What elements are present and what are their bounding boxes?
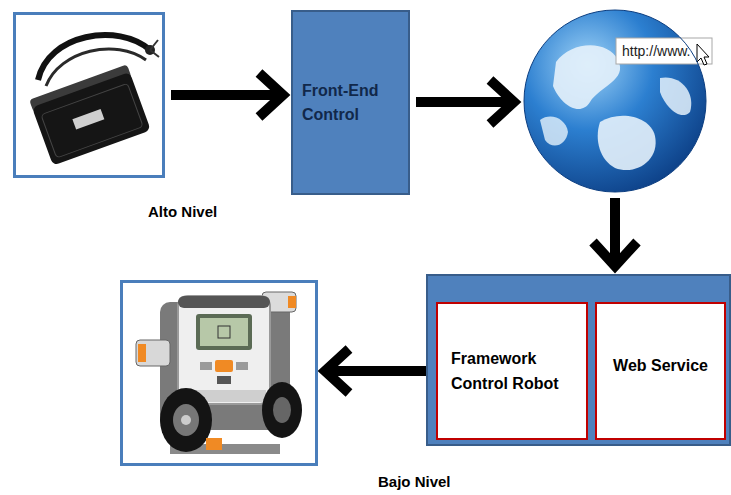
side-sensor: [136, 340, 170, 366]
brick-top: [178, 296, 270, 308]
wheel: [262, 382, 302, 438]
headset-pad: [29, 64, 151, 165]
flow-arrow: [593, 198, 637, 266]
headset-frame: Alto Nivel: [13, 12, 165, 178]
picture-ground: [16, 15, 162, 175]
process-box: Front-End Control: [291, 10, 410, 195]
node-label: Framework Control Robot: [438, 346, 586, 396]
continent: [540, 116, 568, 145]
node-label: Bajo Nivel: [378, 473, 451, 491]
orange-button: [215, 360, 233, 372]
pad-edge: [41, 83, 143, 158]
continent: [660, 77, 691, 115]
globe-outline: [522, 8, 708, 194]
screen: [200, 318, 248, 346]
robot-illustration: [123, 283, 315, 463]
strap: [150, 40, 159, 57]
node-label: Alto Nivel: [148, 203, 217, 221]
dark-button: [217, 376, 231, 384]
node-label: http://www.: [622, 41, 690, 61]
axle: [181, 415, 191, 425]
flow-arrow: [325, 349, 436, 393]
robot-frame: Bajo Nivel: [120, 280, 318, 466]
grey-button: [236, 362, 248, 370]
internet-globe: http://www.: [522, 8, 708, 194]
flow-arrow: [416, 80, 514, 124]
service-box: Web Service: [595, 302, 726, 440]
address-bar: [616, 38, 712, 64]
pad-logo: [72, 109, 104, 130]
headset-illustration: [16, 15, 162, 175]
continent: [598, 116, 656, 170]
continent: [553, 45, 620, 109]
framework-box: Framework Control Robot: [436, 302, 588, 440]
sensor-lens: [138, 344, 146, 362]
nxt-brick: [178, 296, 270, 404]
wheel-hub: [173, 404, 199, 436]
sensor-lens: [288, 296, 296, 308]
node-label: Web Service: [597, 353, 724, 390]
globe-illustration: [524, 10, 712, 192]
screen-frame: [196, 314, 252, 350]
node-label: Front-End Control: [293, 79, 408, 127]
globe-sphere: [524, 10, 706, 192]
wheel-hub: [273, 397, 291, 423]
pad-body: [32, 72, 151, 166]
grey-button: [200, 362, 212, 370]
orange-peg: [206, 438, 222, 450]
mouse-cursor: [697, 44, 709, 65]
picture-ground: [123, 283, 315, 463]
server-container: Framework Control Robot Web Service: [426, 274, 731, 446]
screen-icon: [218, 326, 230, 338]
globe-border: [524, 10, 706, 192]
wheel: [160, 388, 212, 452]
flow-arrow: [171, 73, 283, 117]
